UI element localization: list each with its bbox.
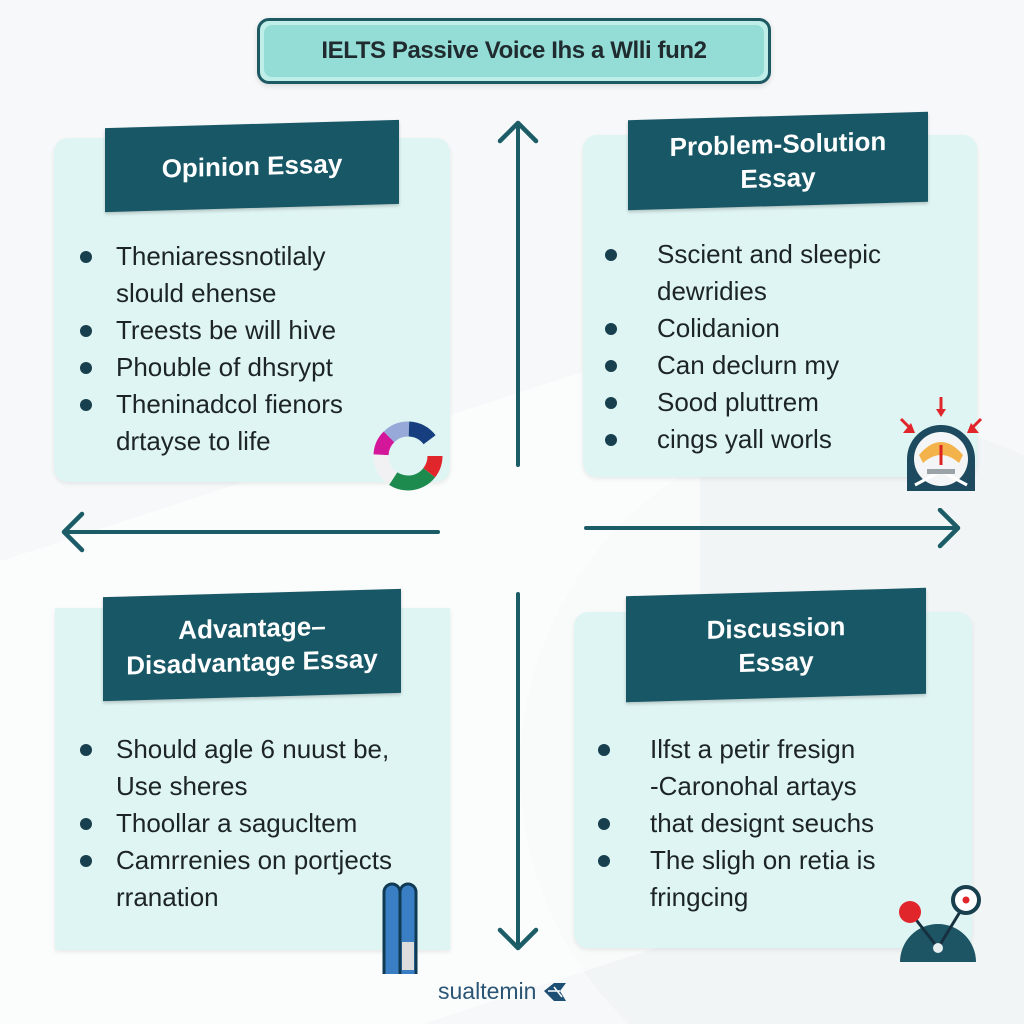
card-title-line: Advantage– [178, 610, 326, 646]
list-item: Theniaressnotilaly slould ehense [80, 238, 440, 312]
list-item-line: The sligh on retia is fringcing [650, 845, 876, 912]
bullet-list: Ilfst a petir fresign -Caronohal artays … [598, 731, 958, 916]
card-header: Advantage– Disadvantage Essay [103, 588, 401, 702]
list-item-line: Camrrenies on portjects rranation [116, 845, 392, 912]
list-item-line: Should agle 6 nuust be, Use sheres [116, 734, 390, 801]
list-item: cings yall worls [605, 421, 965, 458]
list-item-line: Can declurn my [657, 350, 840, 380]
card-title-line: Essay [740, 161, 816, 195]
list-item-line: Colidanion [657, 313, 780, 343]
card-header: Opinion Essay [105, 119, 399, 213]
bullet-list: Should agle 6 nuust be, Use sheres Thool… [80, 731, 445, 916]
card-header: Discussion Essay [626, 587, 926, 703]
arrow-down-icon [497, 592, 539, 951]
card-title-line: Disadvantage Essay [126, 643, 378, 681]
list-item: Ilfst a petir fresign -Caronohal artays [598, 731, 958, 805]
bullet-list: Theniaressnotilaly slould ehense Treests… [80, 238, 440, 460]
title-banner: IELTS Passive Voice Ihs a Wlli fun2 [257, 18, 771, 84]
list-item-line: Ilfst a petir fresign -Caronohal artays [650, 734, 857, 801]
bookmark-columns-icon [382, 882, 418, 974]
arrow-left-icon [61, 511, 440, 553]
list-item: Camrrenies on portjects rranation [80, 842, 445, 916]
list-item: Sscient and sleepic dewridies [605, 236, 965, 310]
list-item: that designt seuchs [598, 805, 958, 842]
card-title: Opinion Essay [161, 148, 343, 184]
arrow-up-icon [497, 120, 539, 467]
list-item-line: Thoollar a sagucltem [116, 808, 358, 838]
card-title-line: Essay [738, 645, 814, 679]
title-banner-inner: IELTS Passive Voice Ihs a Wlli fun2 [264, 25, 764, 77]
footer-brand: sualtemin [438, 978, 568, 1005]
list-item: Theninadcol fienors drtayse to life [80, 386, 440, 460]
list-item: Should agle 6 nuust be, Use sheres [80, 731, 445, 805]
list-item: Phouble of dhsrypt [80, 349, 440, 386]
card-opinion-essay: Opinion Essay Theniaressnotilaly slould … [54, 119, 450, 491]
brand-name: sualtemin [438, 978, 537, 1004]
donut-chart-icon [373, 421, 443, 491]
list-item: Thoollar a sagucltem [80, 805, 445, 842]
stressed-person-icon [899, 397, 983, 491]
list-item: Sood pluttrem [605, 384, 965, 421]
page-title: IELTS Passive Voice Ihs a Wlli fun2 [321, 37, 707, 64]
list-item: Colidanion [605, 310, 965, 347]
arrow-right-icon [584, 508, 961, 549]
brand-logo-icon [544, 982, 567, 1001]
list-item: The sligh on retia is fringcing [598, 842, 958, 916]
balance-nodes-icon [899, 885, 981, 962]
list-item-line: Theninadcol fienors drtayse to life [116, 389, 343, 456]
list-item-line: Sscient and sleepic dewridies [657, 239, 882, 306]
bullet-list: Sscient and sleepic dewridies Colidanion… [605, 236, 965, 458]
list-item-line: that designt seuchs [650, 808, 875, 838]
card-header: Problem-Solution Essay [628, 111, 928, 211]
list-item-line: cings yall worls [657, 424, 832, 454]
card-problem-solution-essay: Problem-Solution Essay Sscient and sleep… [583, 111, 983, 491]
list-item-line: Phouble of dhsrypt [116, 352, 333, 382]
card-title-line: Discussion [706, 611, 846, 645]
card-discussion-essay: Discussion Essay Ilfst a petir fresign -… [574, 587, 972, 948]
list-item-line: Theniaressnotilaly slould ehense [116, 241, 326, 308]
card-title-line: Problem-Solution [669, 125, 887, 163]
list-item-line: Sood pluttrem [657, 387, 819, 417]
list-item-line: Treests be will hive [116, 315, 337, 345]
list-item: Can declurn my [605, 347, 965, 384]
list-item: Treests be will hive [80, 312, 440, 349]
